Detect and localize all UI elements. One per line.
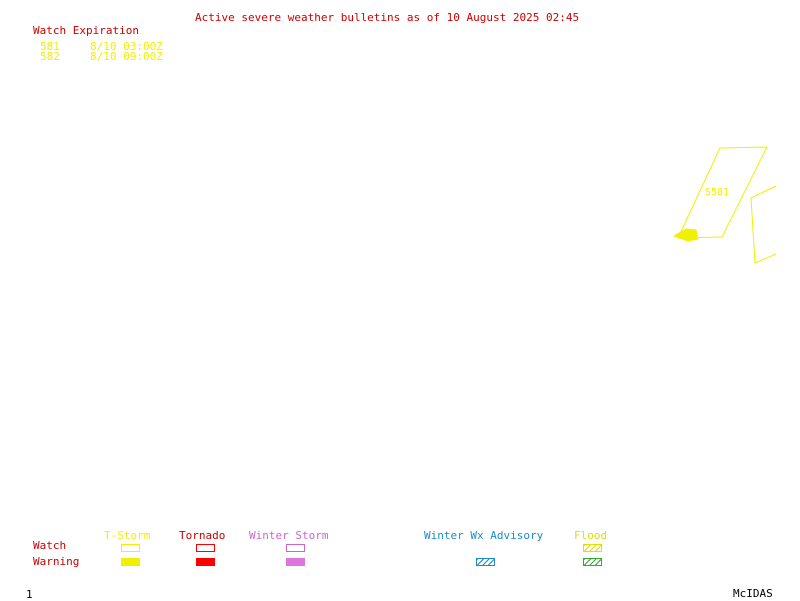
watch-expiration-time: 8/10 09:00Z <box>90 50 163 63</box>
watch-581-label: S581 <box>705 187 730 198</box>
legend-winter-wx-label: Winter Wx Advisory <box>424 529 544 542</box>
adjacent-watch-outline <box>750 185 777 264</box>
watch-expiration-heading: Watch Expiration <box>33 24 139 37</box>
legend-winter-wx-warning-swatch <box>476 558 495 566</box>
frame-number: 1 <box>26 588 33 601</box>
legend-winter-storm-label: Winter Storm <box>249 529 329 542</box>
watch-expiration-id: 582 <box>40 50 60 63</box>
storm-motion-arrow <box>672 228 699 242</box>
watch-expiration-id: 581 <box>40 40 60 53</box>
mcidas-brand: McIDAS <box>733 587 773 600</box>
legend-tornado-warning-swatch <box>196 558 215 566</box>
legend-flood-warning-swatch <box>583 558 602 566</box>
legend-tstorm-warning-swatch <box>121 558 140 566</box>
legend-winter-storm-watch-swatch <box>286 544 305 552</box>
legend-warning-row-label: Warning <box>33 555 80 568</box>
watch-expiration-time: 8/10 03:00Z <box>90 40 163 53</box>
legend-tornado-label: Tornado <box>179 529 226 542</box>
legend-watch-row-label: Watch <box>33 539 67 552</box>
legend-flood-watch-swatch <box>583 544 602 552</box>
legend-winter-storm-warning-swatch <box>286 558 305 566</box>
watch-581-outline <box>677 146 768 239</box>
legend-flood-label: Flood <box>574 529 608 542</box>
legend-tornado-watch-swatch <box>196 544 215 552</box>
legend-tstorm-watch-swatch <box>121 544 140 552</box>
legend-tstorm-label: T-Storm <box>104 529 151 542</box>
bulletin-title: Active severe weather bulletins as of 10… <box>195 11 580 24</box>
